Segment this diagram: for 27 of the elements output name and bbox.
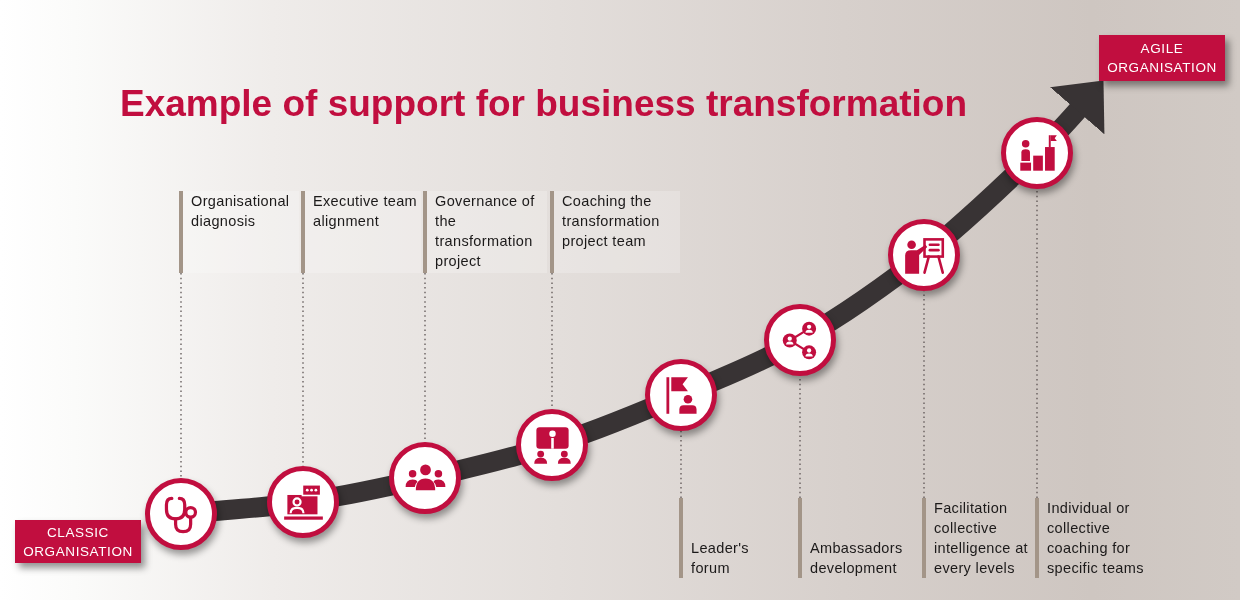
leader-line [680,430,682,499]
callout-text: Organisational diagnosis [191,192,291,231]
step-circle [645,359,717,431]
step-circle [267,466,339,538]
step-circle [516,409,588,481]
title: Example of support for business transformation [120,82,967,126]
step-circle [1001,117,1073,189]
callout-text: Leader's forum [691,539,750,578]
curved-arrow [1050,80,1105,136]
leader-line [180,272,182,479]
callout [179,191,299,273]
step-circle [888,219,960,291]
callout [301,191,421,273]
callout-text: Executive team alignment [313,192,419,231]
callout-text: Facilitation collective intelligence at every levels [934,499,1029,578]
callout [550,191,680,273]
callout-text: Coaching the transformation project team [562,192,661,251]
callout-text: Governance of the transformation project [435,192,536,271]
step-circle [145,478,217,550]
stage-banner: CLASSIC ORGANISATION [15,520,141,563]
step-circle [764,304,836,376]
stage-banner: AGILE ORGANISATION [1099,35,1225,81]
callout-text: Individual or collective coaching for specific teams [1047,499,1145,578]
callout-text: Ambassadors development [810,539,904,578]
step-circle [389,442,461,514]
leader-line [1036,188,1038,499]
callout [423,191,547,273]
